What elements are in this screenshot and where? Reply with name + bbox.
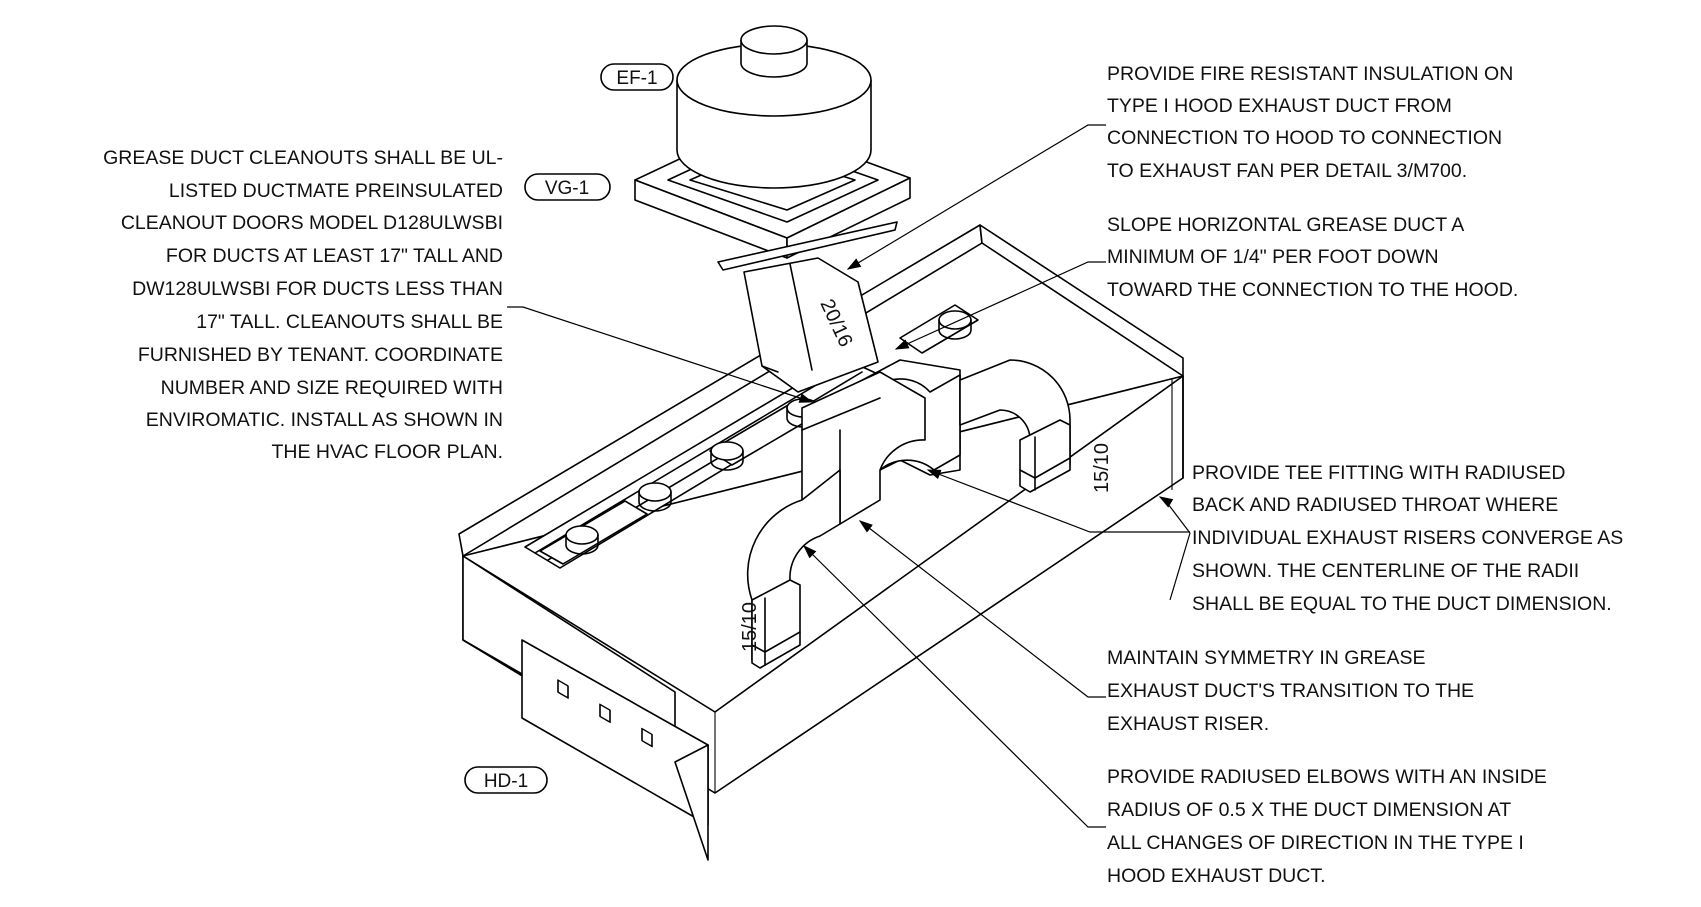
svg-text:SHOWN. THE CENTERLINE OF THE R: SHOWN. THE CENTERLINE OF THE RADII [1192,560,1579,582]
svg-text:PROVIDE TEE FITTING WITH RADIU: PROVIDE TEE FITTING WITH RADIUSED [1192,462,1565,484]
svg-text:17" TALL. CLEANOUTS SHALL BE: 17" TALL. CLEANOUTS SHALL BE [196,311,503,333]
svg-text:BACK AND RADIUSED THROAT WHERE: BACK AND RADIUSED THROAT WHERE [1192,494,1558,516]
leader-insulation [846,124,1106,270]
exhaust-riser-duct [743,257,879,393]
hood-indicator-3 [641,727,653,748]
svg-text:LISTED DUCTMATE PREINSULATED: LISTED DUCTMATE PREINSULATED [169,180,503,202]
svg-text:TOWARD THE CONNECTION TO THE H: TOWARD THE CONNECTION TO THE HOOD. [1107,279,1518,301]
svg-text:HOOD EXHAUST DUCT.: HOOD EXHAUST DUCT. [1107,865,1326,887]
exhaust-fan [676,25,872,189]
left-elbow [746,469,841,669]
leader-tee-1 [926,469,1190,533]
svg-text:EXHAUST RISER.: EXHAUST RISER. [1107,713,1269,735]
svg-text:CLEANOUT DOORS MODEL D128ULWSB: CLEANOUT DOORS MODEL D128ULWSBI [121,212,503,234]
svg-text:ENVIROMATIC. INSTALL AS SHOWN: ENVIROMATIC. INSTALL AS SHOWN IN [146,409,503,431]
svg-text:TO EXHAUST FAN PER DETAIL 3/M7: TO EXHAUST FAN PER DETAIL 3/M700. [1107,160,1467,182]
left-drop-collar [751,579,801,669]
note-slope: SLOPE HORIZONTAL GREASE DUCT A MINIMUM O… [1107,214,1518,301]
note-elbows: PROVIDE RADIUSED ELBOWS WITH AN INSIDE R… [1107,766,1547,887]
tag-ef1: EF-1 [600,63,674,91]
svg-text:RADIUS OF 0.5 X THE DUCT DIMEN: RADIUS OF 0.5 X THE DUCT DIMENSION AT [1107,799,1511,821]
hood-support-wedge [674,744,709,861]
tag-hd1-label: HD-1 [484,771,528,792]
dim-left-drop-size: 15/10 [739,602,761,652]
note-insulation: PROVIDE FIRE RESISTANT INSULATION ON TYP… [1107,63,1513,182]
svg-text:NUMBER AND SIZE REQUIRED WITH: NUMBER AND SIZE REQUIRED WITH [161,377,503,399]
svg-text:MINIMUM OF 1/4" PER FOOT DOWN: MINIMUM OF 1/4" PER FOOT DOWN [1107,246,1439,268]
svg-text:FOR DUCTS AT LEAST 17" TALL AN: FOR DUCTS AT LEAST 17" TALL AND [166,245,503,267]
hood-indicator-1 [557,679,569,699]
tag-vg1: VG-1 [524,173,611,201]
svg-text:GREASE DUCT CLEANOUTS SHALL BE: GREASE DUCT CLEANOUTS SHALL BE UL- [103,147,503,169]
tag-vg1-label: VG-1 [545,178,589,199]
tag-hd1: HD-1 [464,766,548,794]
svg-text:INDIVIDUAL EXHAUST RISERS CONV: INDIVIDUAL EXHAUST RISERS CONVERGE AS [1192,527,1623,549]
right-elbow [959,359,1071,493]
hood-collar-3 [710,441,744,471]
svg-text:FURNISHED BY TENANT. COORDINA: FURNISHED BY TENANT. COORDINATE [138,344,503,366]
svg-text:ALL CHANGES OF DIRECTION IN TH: ALL CHANGES OF DIRECTION IN THE TYPE I [1107,832,1524,854]
hood-collar-2 [638,482,672,512]
hood-collar-1 [565,525,599,555]
svg-text:PROVIDE FIRE RESISTANT INSULAT: PROVIDE FIRE RESISTANT INSULATION ON [1107,63,1513,85]
hood-collar-5 [938,310,972,340]
svg-text:SLOPE HORIZONTAL GREASE DUCT A: SLOPE HORIZONTAL GREASE DUCT A [1107,214,1464,236]
leader-symmetry [858,520,1106,698]
leader-elbows [803,545,1106,828]
tag-ef1-label: EF-1 [616,68,657,89]
leader-tee-3 [1169,532,1191,601]
svg-text:SHALL BE EQUAL TO THE DUCT DIM: SHALL BE EQUAL TO THE DUCT DIMENSION. [1192,593,1612,615]
right-drop-collar [1019,419,1071,493]
leader-cleanouts [507,306,814,403]
grease-duct-horizontal [524,304,979,569]
svg-text:PROVIDE RADIUSED ELBOWS WITH A: PROVIDE RADIUSED ELBOWS WITH AN INSIDE [1107,766,1547,788]
note-symmetry: MAINTAIN SYMMETRY IN GREASE EXHAUST DUCT… [1107,647,1474,735]
svg-text:THE HVAC FLOOR PLAN.: THE HVAC FLOOR PLAN. [271,441,503,463]
note-cleanouts: GREASE DUCT CLEANOUTS SHALL BE UL- LISTE… [103,147,503,463]
note-tee: PROVIDE TEE FITTING WITH RADIUSED BACK A… [1192,462,1623,615]
svg-text:EXHAUST DUCT'S TRANSITION TO T: EXHAUST DUCT'S TRANSITION TO THE [1107,680,1474,702]
svg-text:TYPE I HOOD EXHAUST DUCT FROM: TYPE I HOOD EXHAUST DUCT FROM [1107,95,1452,117]
leader-lines [507,124,1191,828]
svg-text:DW128ULWSBI FOR DUCTS LESS THA: DW128ULWSBI FOR DUCTS LESS THAN [132,278,503,300]
dim-right-drop-size: 15/10 [1091,443,1113,493]
svg-text:CONNECTION TO HOOD TO CONNECTI: CONNECTION TO HOOD TO CONNECTION [1107,127,1502,149]
leader-tee-2 [1158,496,1191,534]
leader-slope [894,261,1106,350]
svg-text:MAINTAIN SYMMETRY IN GREASE: MAINTAIN SYMMETRY IN GREASE [1107,647,1426,669]
tee-fitting [801,359,961,525]
hood-indicator-2 [599,703,611,724]
